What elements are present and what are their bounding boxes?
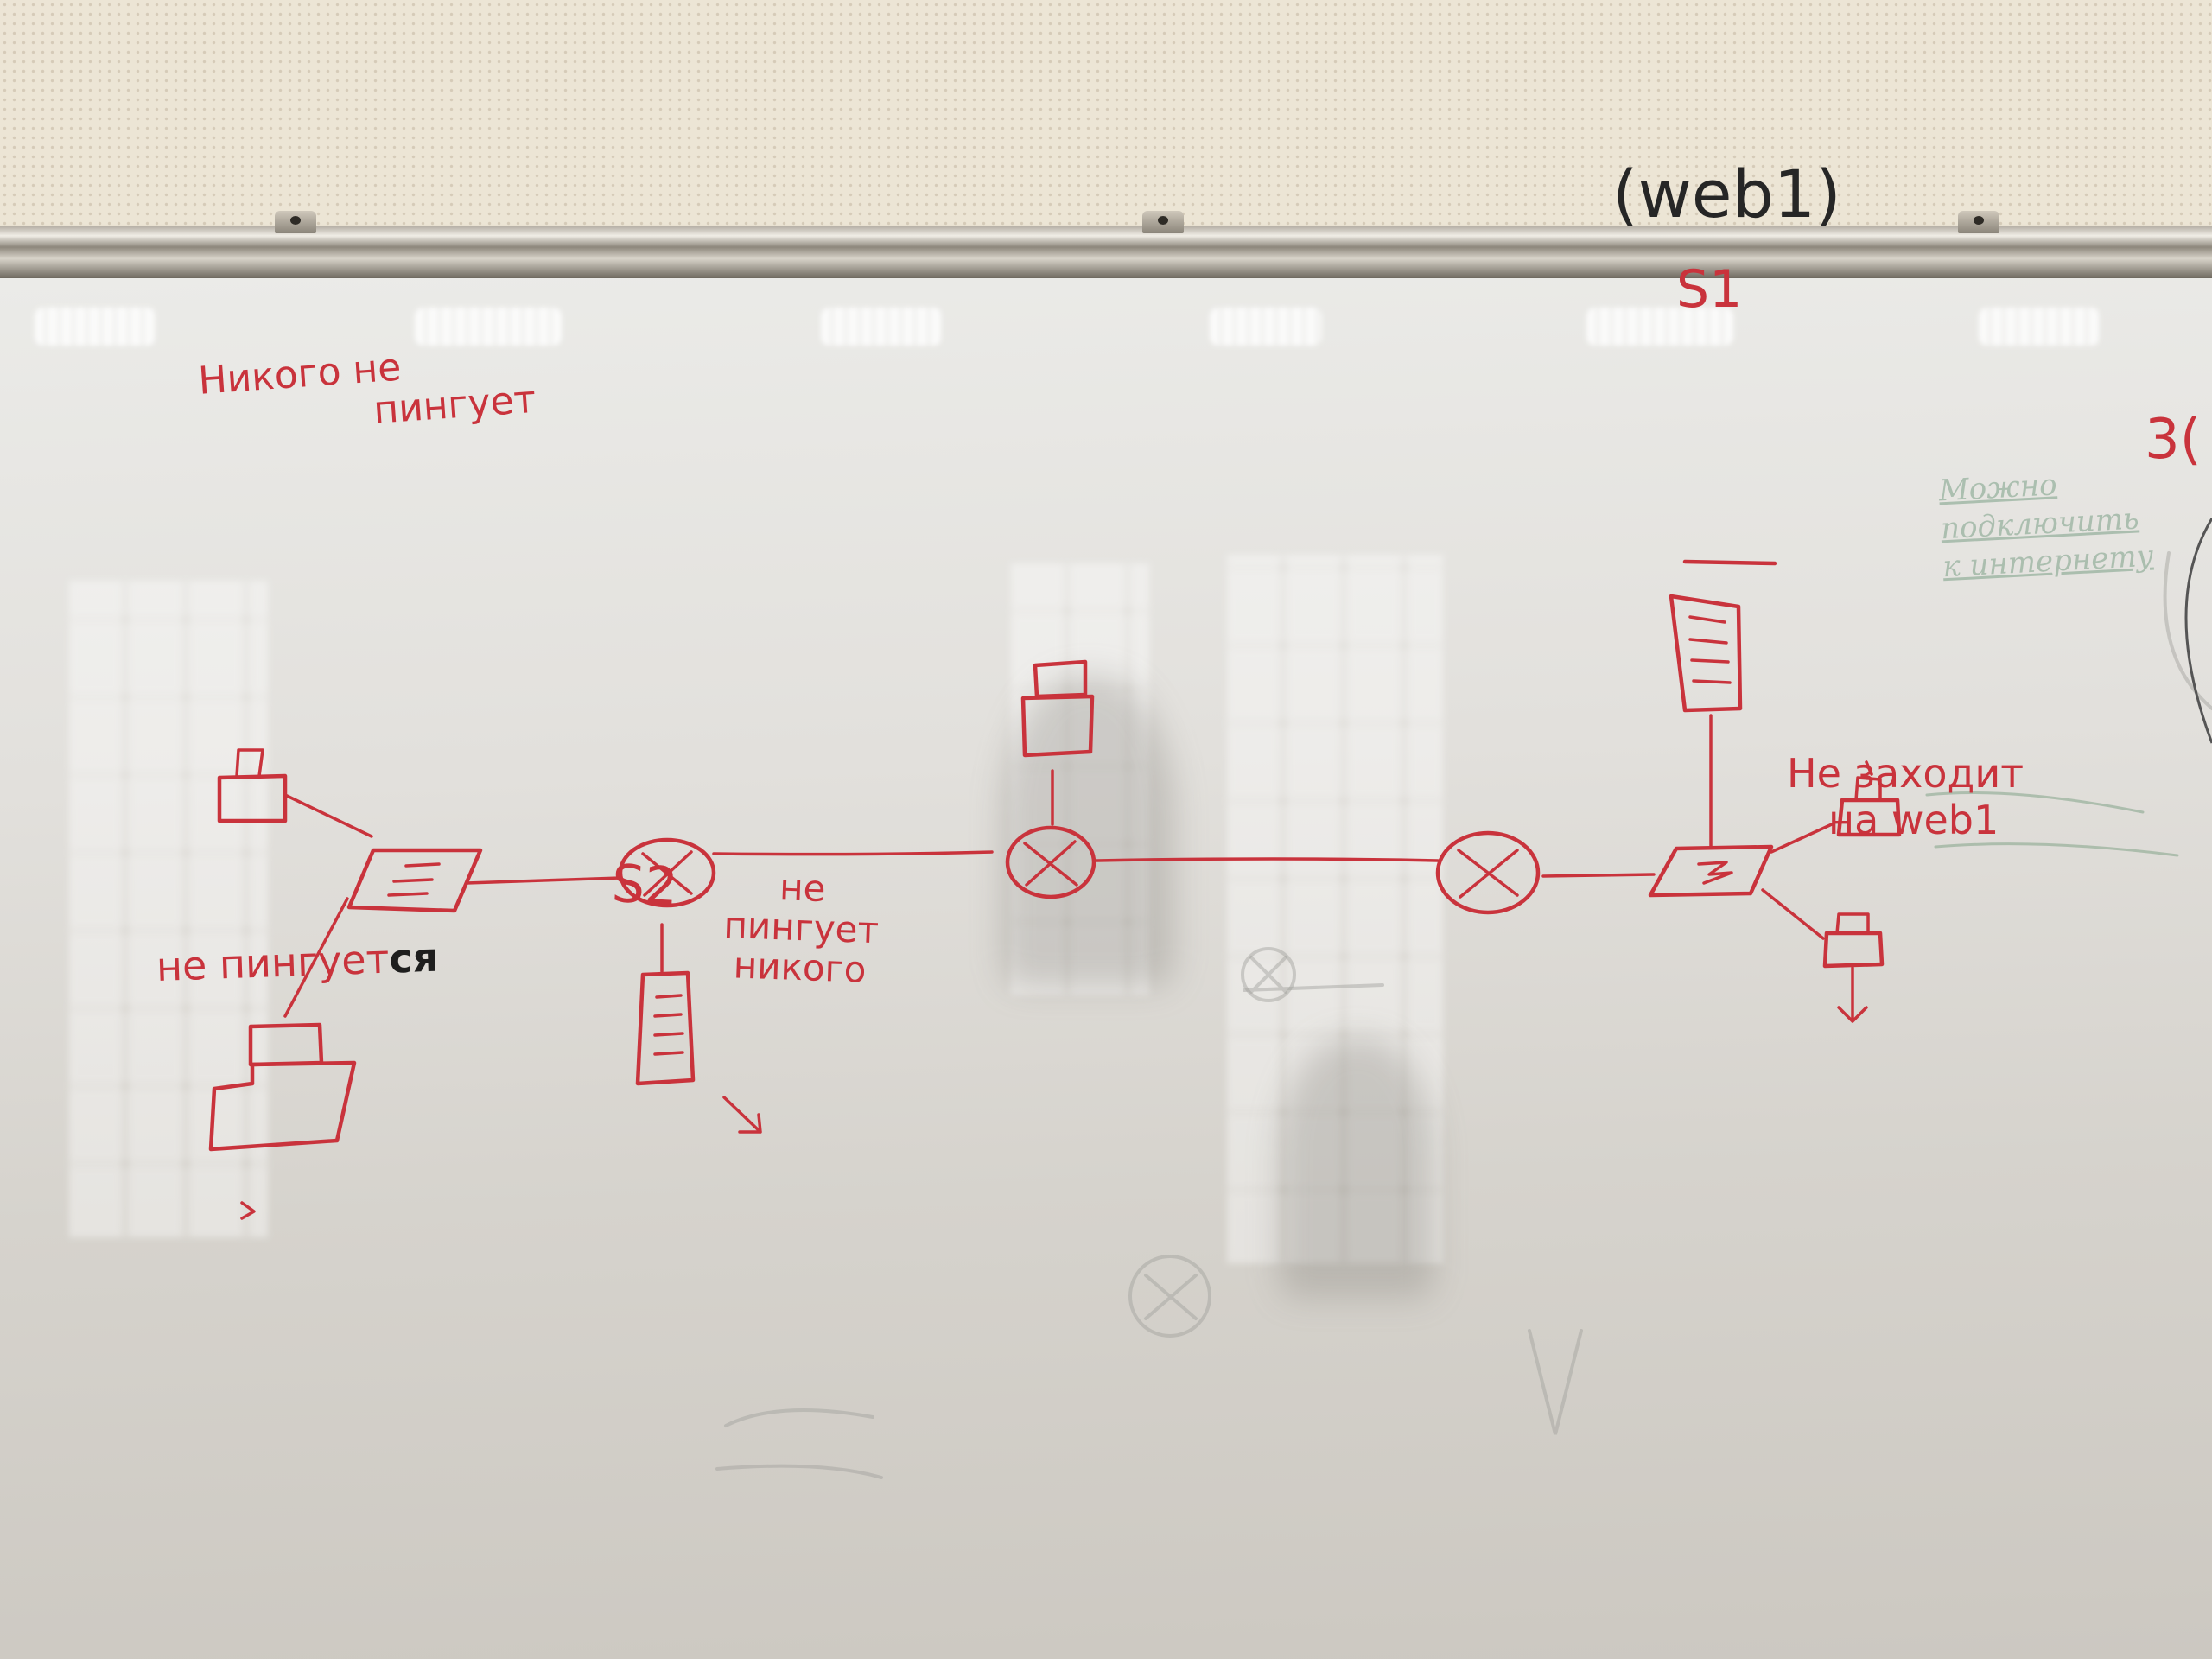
left-bottom-annotation: не пингуется [156, 934, 439, 990]
light-reflection [1586, 308, 1733, 346]
pc-left-top [217, 748, 288, 823]
light-reflection [1979, 308, 2100, 346]
window-reflection [1227, 555, 1443, 1263]
pc-left-bottom [208, 1022, 357, 1152]
annotation-text: не пингует [156, 935, 391, 990]
annotation-line: никого [733, 944, 868, 991]
server-s2-label: S2 [610, 854, 680, 918]
s1-underline [1682, 559, 1777, 566]
network-links [283, 714, 1834, 1018]
person-reflection [1279, 1039, 1434, 1298]
light-reflection [1210, 308, 1322, 346]
web1-label: (web1) [1612, 156, 1841, 232]
pc-right-bottom [1822, 912, 1885, 1023]
switch-right [1648, 844, 1774, 898]
annotation-line: Не заходит [1787, 750, 2024, 797]
server-s1 [1669, 594, 1743, 713]
whiteboard [0, 278, 2212, 1659]
pc-right-top [1836, 760, 1902, 837]
pc-router2-top [1020, 659, 1095, 758]
annotation-line: на web1 [1828, 797, 1999, 843]
left-bottom-arrow [240, 1201, 256, 1220]
window-reflection [1011, 563, 1149, 995]
router-1 [618, 837, 716, 908]
router-3 [1435, 830, 1541, 915]
faded-writing: Можно подключить к интернету [1938, 461, 2155, 587]
s2-note-arrow [722, 1096, 762, 1134]
whiteboard-top-rail [0, 226, 2212, 278]
edge-circle-fragment [2184, 518, 2212, 744]
server-s1-label: S1 [1676, 259, 1743, 320]
rail-clip [275, 211, 316, 233]
wall-background [0, 0, 2212, 233]
annotation-black-suffix: ся [388, 933, 440, 982]
right-bottom-annotation: Не заходит на web1 [1787, 750, 2024, 843]
server-s2 [635, 970, 696, 1086]
window-reflection [69, 581, 268, 1237]
switch-left [346, 848, 483, 913]
edge-annotation-fragment: 3( [2145, 408, 2202, 472]
light-reflection [35, 308, 156, 346]
light-reflection [821, 308, 942, 346]
rail-clip [1142, 211, 1184, 233]
faded-ghost-drawing [715, 551, 2212, 1479]
light-reflection [415, 308, 562, 346]
rail-clip [1958, 211, 1999, 233]
s2-annotation: не пингует никого [721, 866, 880, 991]
router-2 [1005, 825, 1096, 899]
